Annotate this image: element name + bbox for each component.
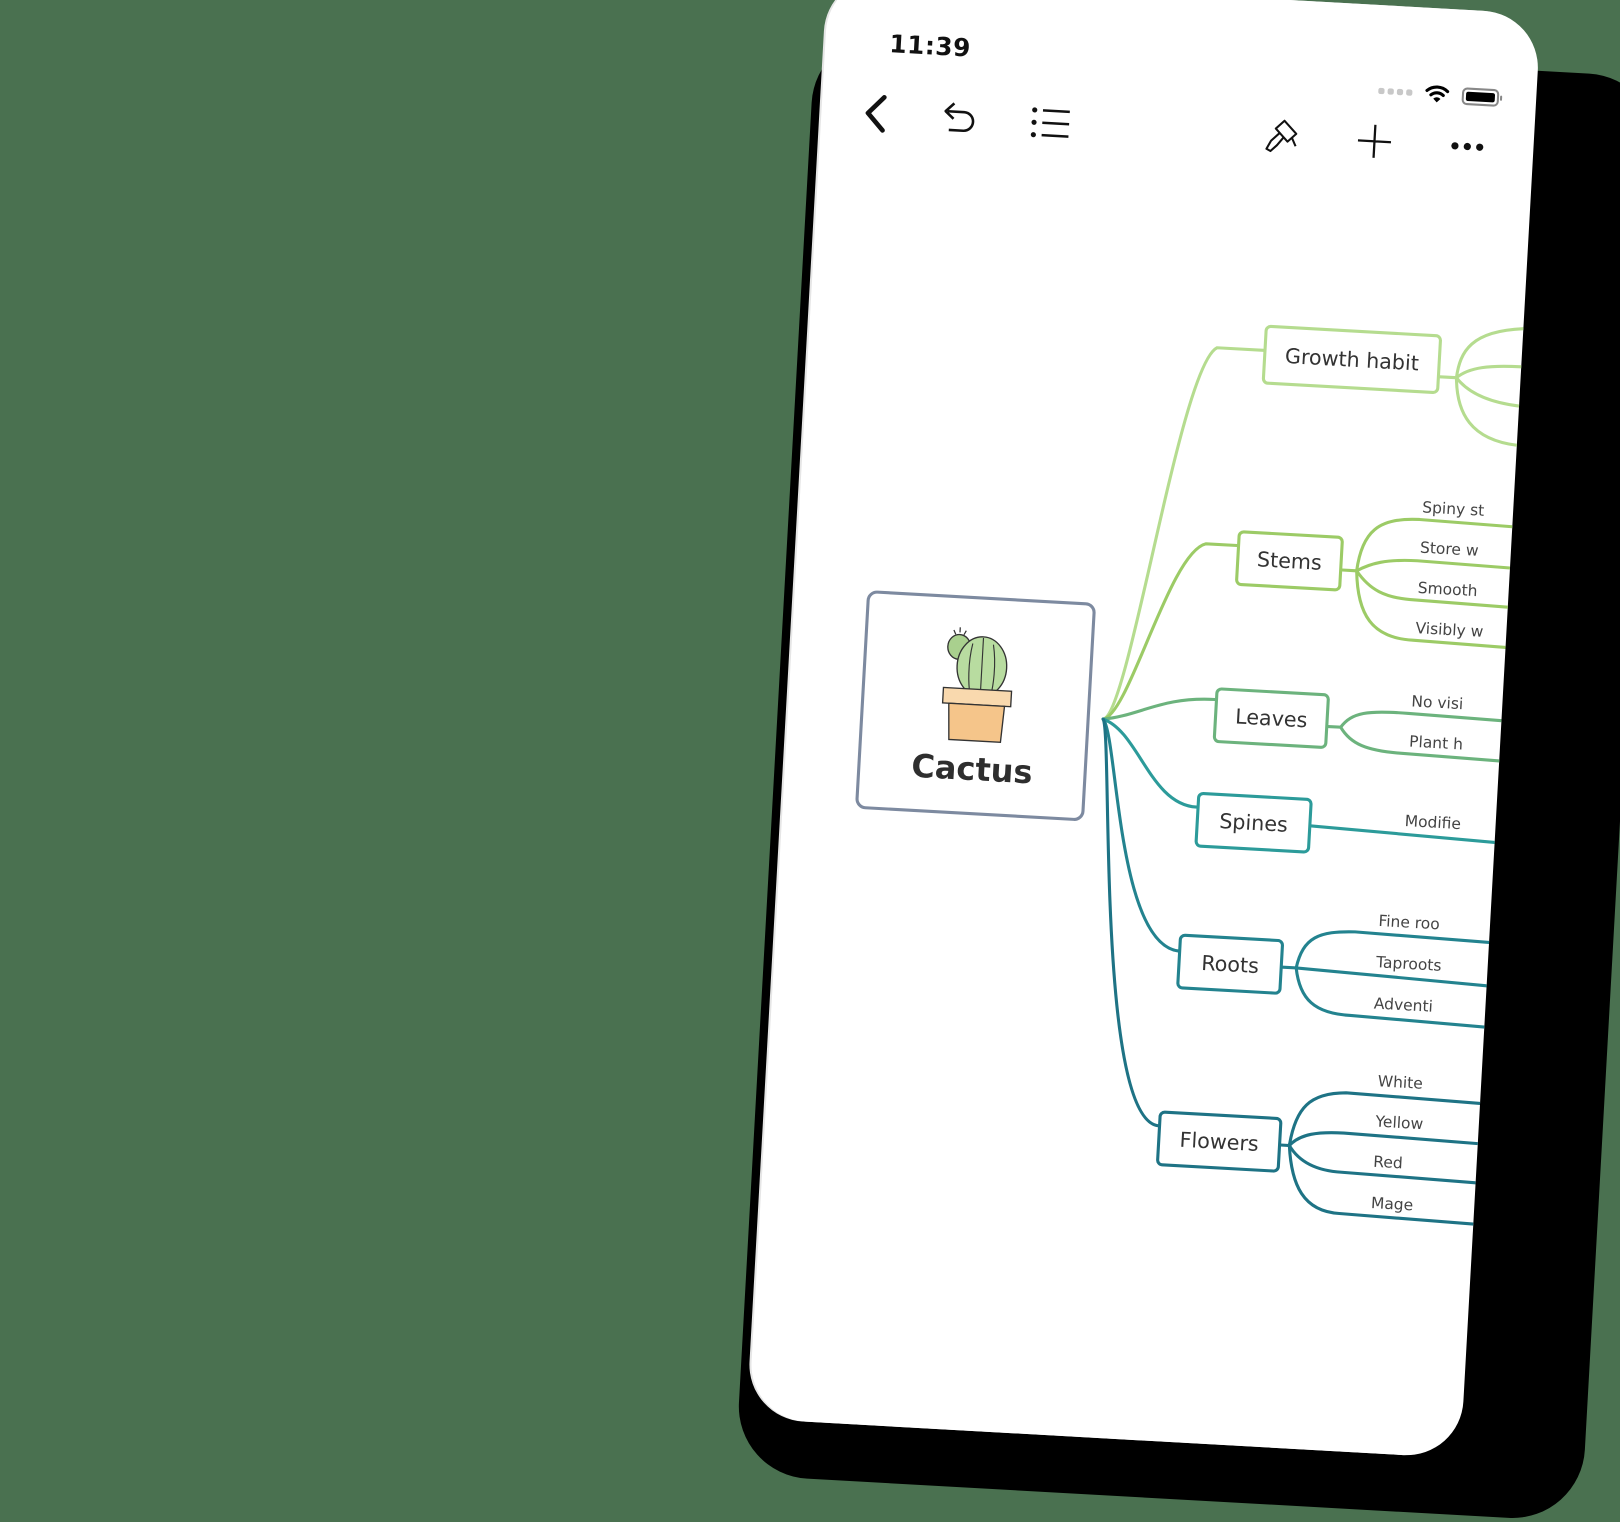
leaf-node[interactable]: Visibly w (1415, 618, 1484, 641)
list-icon (1030, 107, 1070, 138)
paint-brush-icon (1265, 119, 1298, 153)
leaf-node[interactable]: Plant h (1408, 732, 1464, 754)
leaf-node[interactable]: Mage (1370, 1193, 1414, 1215)
phone-screen: 11:39 (748, 0, 1541, 1459)
leaf-node[interactable]: Yellow (1375, 1112, 1424, 1134)
branch-label: Spines (1218, 808, 1289, 838)
wifi-icon (1425, 85, 1450, 103)
chevron-left-icon (865, 95, 887, 133)
leaf-node[interactable]: Red (1372, 1152, 1404, 1173)
outline-button[interactable] (1027, 99, 1075, 147)
more-button[interactable] (1443, 123, 1491, 171)
leaf-node[interactable]: No visi (1410, 691, 1464, 714)
leaf-node[interactable]: White (1377, 1071, 1424, 1093)
add-button[interactable] (1351, 117, 1399, 165)
status-icons (1378, 82, 1500, 107)
branch-node-growth-habit[interactable]: Growth habit (1261, 324, 1443, 395)
branch-label: Growth habit (1284, 343, 1420, 376)
tilted-device: 11:39 (0, 0, 1620, 1344)
promo-stage: 11:39 (0, 0, 1620, 1302)
leaf-node[interactable]: Modifie (1404, 811, 1462, 834)
branch-label: Leaves (1234, 703, 1309, 733)
ellipsis-icon (1451, 142, 1484, 151)
branch-label: Stems (1256, 546, 1323, 576)
leaf-node[interactable]: Adventi (1373, 994, 1434, 1016)
style-button[interactable] (1258, 112, 1306, 160)
cactus-illustration-icon (941, 627, 1013, 744)
branch-node-roots[interactable]: Roots (1175, 933, 1285, 996)
leaf-node[interactable]: Store w (1419, 538, 1480, 561)
branch-label: Flowers (1178, 1126, 1260, 1157)
branch-label: Roots (1200, 950, 1260, 979)
branch-node-leaves[interactable]: Leaves (1212, 687, 1331, 750)
leaf-node[interactable]: Smooth (1417, 578, 1479, 601)
leaf-node[interactable]: Spiny st (1421, 497, 1485, 520)
back-button[interactable] (851, 89, 899, 137)
branch-node-flowers[interactable]: Flowers (1155, 1110, 1283, 1173)
undo-icon (944, 102, 975, 133)
branch-node-spines[interactable]: Spines (1194, 791, 1313, 854)
undo-button[interactable] (936, 94, 984, 142)
leaf-node[interactable]: Taproots (1375, 952, 1442, 975)
mindmap-canvas[interactable]: Cactus Growth habit Stems Leaves Spines … (748, 0, 1541, 1458)
leaf-node[interactable]: Fine roo (1377, 911, 1441, 934)
branch-connectors (1101, 327, 1525, 1226)
central-topic-label: Cactus (910, 747, 1034, 792)
plus-icon (1357, 124, 1392, 158)
branch-node-stems[interactable]: Stems (1234, 530, 1345, 592)
central-topic-node[interactable]: Cactus (854, 590, 1097, 822)
